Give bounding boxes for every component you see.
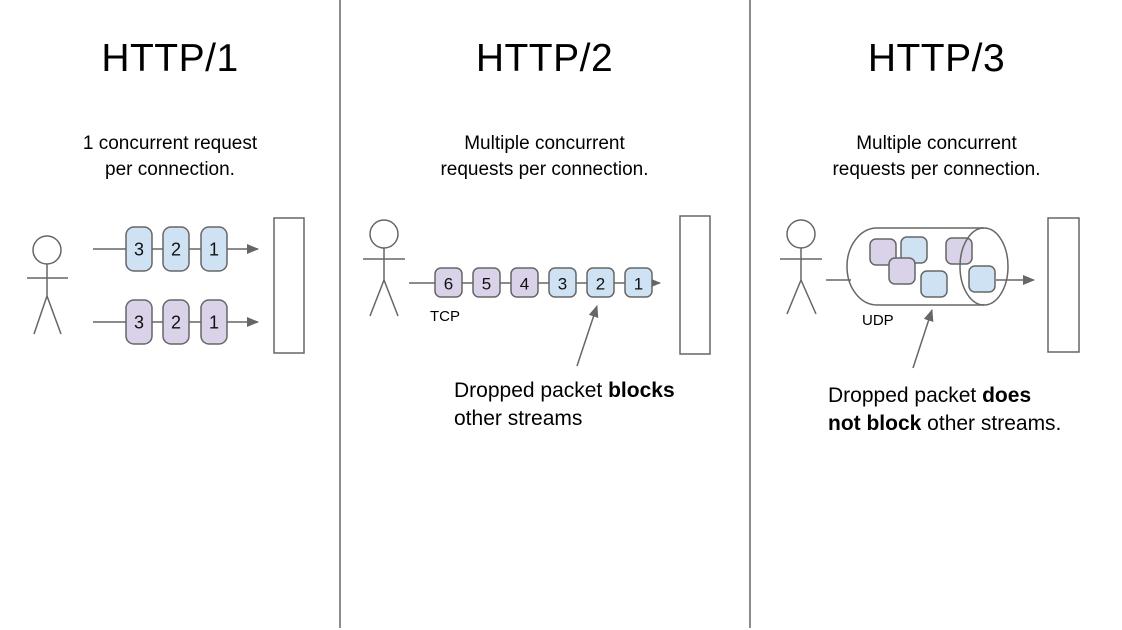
http2-dropped-packet-note: Dropped packet blocks other streams	[454, 377, 714, 433]
note-bold-text: does	[982, 384, 1032, 407]
dropped-packet-pointer-arrow	[912, 309, 934, 369]
tube-open-end	[959, 227, 1009, 306]
http1-connection-1: 3 2 1	[93, 226, 259, 272]
subtitle-line: 1 concurrent request	[82, 133, 258, 154]
udp-label: UDP	[862, 312, 894, 329]
packet-box	[869, 238, 897, 266]
http3-udp-tube	[846, 227, 1009, 306]
packet-label: 1	[209, 240, 219, 260]
packet-box	[510, 267, 539, 298]
http2-subtitle: Multiple concurrent requests per connect…	[340, 131, 749, 183]
http1-title: HTTP/1	[101, 37, 239, 80]
packet-label: 4	[520, 275, 529, 294]
http1-subtitle: 1 concurrent request per connection.	[0, 131, 340, 183]
packet-box	[434, 267, 463, 298]
subtitle-line: Multiple concurrent	[464, 133, 625, 154]
note-text: Dropped packet	[828, 384, 983, 407]
subtitle-line: Multiple concurrent	[856, 133, 1017, 154]
packet-box	[624, 267, 653, 298]
http3-client-figure	[780, 219, 822, 315]
packet-box	[548, 267, 577, 298]
dropped-packet-pointer-arrow	[576, 305, 599, 367]
packet-label: 1	[634, 275, 643, 294]
http2-connection: 6 5 4 3 2 1	[409, 267, 661, 298]
packet-box	[125, 299, 153, 345]
http2-server-box	[679, 215, 711, 355]
http1-client-figure	[27, 235, 68, 335]
packet-box	[162, 299, 190, 345]
note-text: other streams	[454, 407, 583, 430]
packet-box	[586, 267, 615, 298]
column-divider	[339, 0, 341, 628]
packet-label: 3	[134, 313, 144, 333]
packet-box	[945, 237, 973, 265]
stick-figure-head	[786, 219, 816, 249]
http3-dropped-packet-note: Dropped packet does not block other stre…	[828, 382, 1098, 438]
http2-client-figure	[363, 219, 405, 317]
packet-box	[162, 226, 190, 272]
note-text: other streams.	[921, 412, 1062, 435]
packet-box	[472, 267, 501, 298]
packet-label: 5	[482, 275, 491, 294]
note-bold-text: not block	[828, 412, 922, 435]
http3-title: HTTP/3	[867, 37, 1006, 80]
subtitle-line: per connection.	[105, 159, 235, 180]
packet-box	[888, 257, 916, 285]
subtitle-line: requests per connection.	[440, 159, 649, 180]
packet-label: 6	[444, 275, 453, 294]
packet-box	[200, 226, 228, 272]
packet-label: 2	[171, 240, 181, 260]
packet-label: 2	[596, 275, 605, 294]
http2-title: HTTP/2	[475, 37, 614, 80]
packet-box	[125, 226, 153, 272]
packet-box	[920, 270, 948, 298]
http1-connection-2: 3 2 1	[93, 299, 259, 345]
http3-server-box	[1047, 217, 1080, 353]
packet-label: 3	[558, 275, 567, 294]
http1-server-box	[273, 217, 305, 354]
note-text: Dropped packet	[454, 379, 609, 402]
packet-label: 3	[134, 240, 144, 260]
tcp-label: TCP	[430, 308, 460, 325]
packet-box	[200, 299, 228, 345]
stick-figure-head	[369, 219, 399, 249]
packet-label: 1	[209, 313, 219, 333]
column-divider	[749, 0, 751, 628]
stick-figure-head	[32, 235, 62, 265]
http3-subtitle: Multiple concurrent requests per connect…	[751, 131, 1122, 183]
note-bold-text: blocks	[608, 379, 675, 402]
packet-label: 2	[171, 313, 181, 333]
tube-left-cap	[846, 227, 878, 306]
subtitle-line: requests per connection.	[832, 159, 1041, 180]
packet-box	[968, 265, 996, 293]
